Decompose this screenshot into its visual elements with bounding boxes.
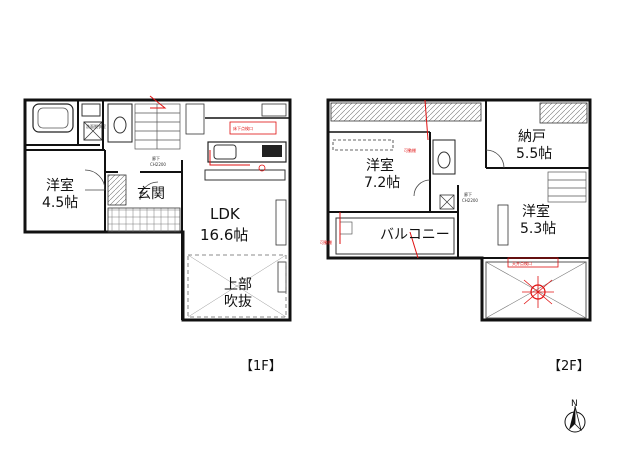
floor2-stairs [547,171,587,203]
north-compass: N [564,399,586,433]
floor1-plan: 洗面脱衣室 [23,95,292,374]
floor2-hall-ceiling: CH2200 [462,198,478,203]
ldk-size: 16.6帖 [200,226,248,244]
floor1-red-note: 床下点検口 [233,125,253,131]
attic-note: 天井点検口 [512,260,532,266]
balcony-area [335,217,455,255]
western-room-b-label: 洋室 [522,203,550,220]
western-room-b-size: 5.3帖 [520,221,556,237]
floor1-hall-label: 廊下 [152,155,160,161]
floor1-label: 【1F】 [240,359,282,374]
entrance-label: 玄関 [137,185,165,202]
floor2-hall-label: 廊下 [464,191,472,197]
floor2-outer-wall [326,98,592,322]
western-room-label: 洋室 [46,177,74,194]
floor1-stairs [134,103,181,150]
entrance-floor [107,207,181,233]
movable-shelf-note-2: 可動棚 [320,239,332,245]
toilet [113,116,127,134]
north-label: N [571,399,578,409]
void-area [187,254,287,318]
storage-label: 納戸 [518,129,546,145]
movable-shelf-note-1: 可動棚 [404,147,416,153]
floor2-top-storage [330,102,482,122]
kitchen-island [204,169,286,181]
balcony-label: バルコニー [380,227,450,243]
toilet-2f [437,151,451,169]
bathtub [32,103,74,133]
floor1-hall-ceiling: CH2200 [150,162,166,167]
void-label-top: 上部 [224,277,252,293]
storage-size: 5.5帖 [516,146,552,162]
void-area-2f [485,261,587,319]
western-room-a-size: 7.2帖 [364,175,400,191]
western-room-a-label: 洋室 [366,157,394,174]
void-label-bottom: 吹抜 [224,294,252,310]
western-room-size: 4.5帖 [42,195,78,211]
floor2-label: 【2F】 [548,359,590,374]
ldk-label: LDK [210,205,241,223]
washroom-label: 洗面脱衣室 [86,123,106,129]
kitchen-counter [207,141,287,163]
floor2-plan: 天井点検口 可動棚 可動棚 廊下 CH2200 洋室 7.2帖 納戸 5.5帖 … [320,98,592,374]
